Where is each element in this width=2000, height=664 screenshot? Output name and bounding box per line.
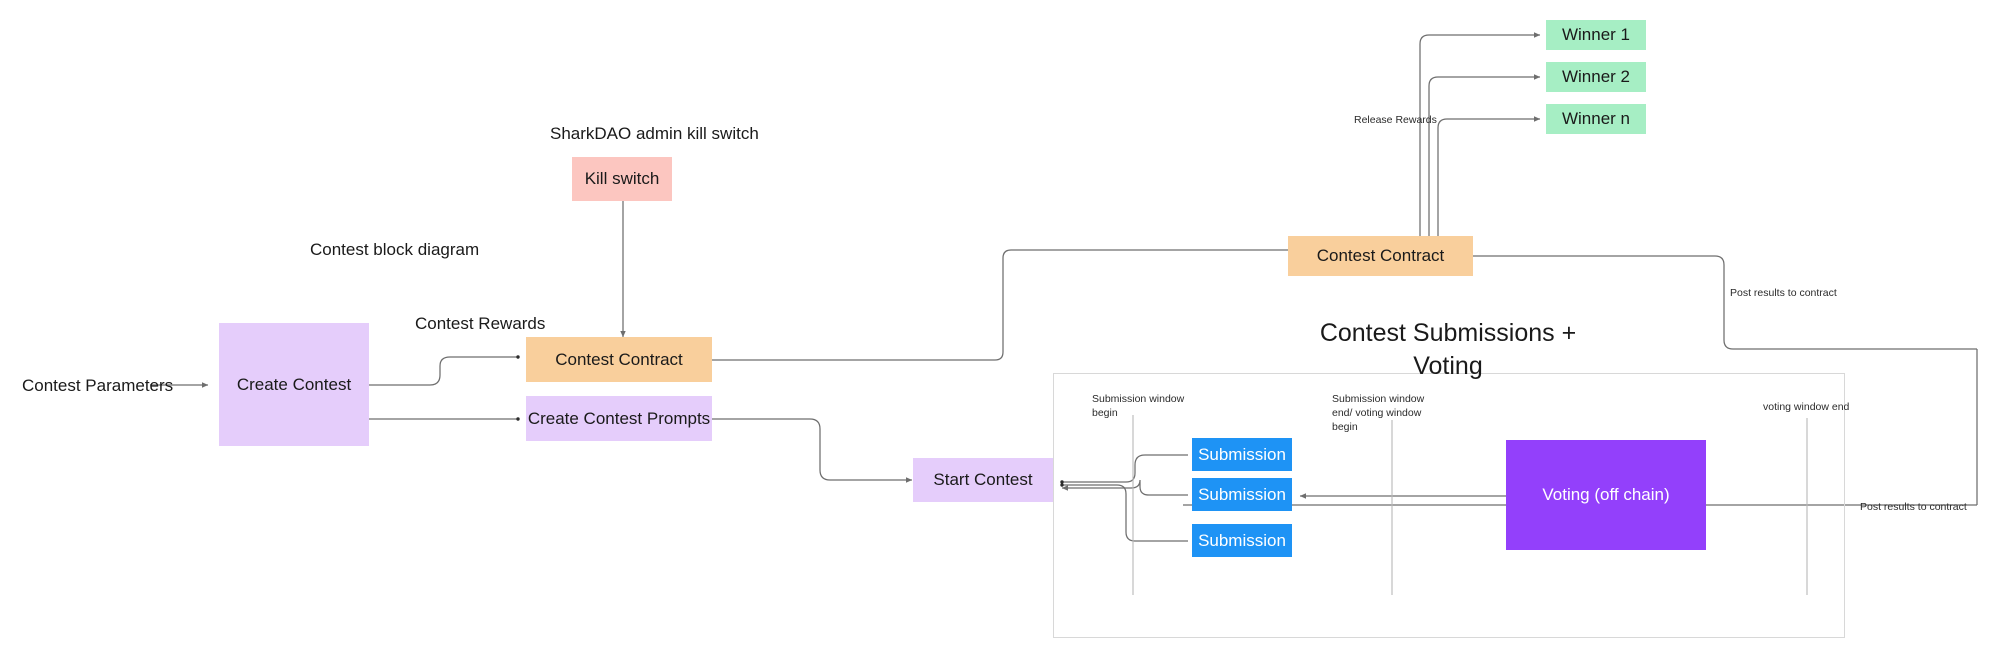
node-winner-1-label: Winner 1	[1561, 25, 1631, 45]
node-submission-2-label: Submission	[1198, 484, 1286, 504]
node-create-contest-prompts-label: Create Contest Prompts	[527, 408, 711, 428]
node-submission-3-label: Submission	[1198, 530, 1286, 550]
node-winner-n[interactable]: Winner n	[1546, 104, 1646, 134]
node-voting-off-chain[interactable]: Voting (off chain)	[1506, 440, 1706, 550]
label-contest-block-diagram: Contest block diagram	[310, 240, 480, 259]
label-post-results-bottom: Post results to contract	[1860, 501, 1967, 513]
tl2-line1: voting window end	[1763, 401, 1850, 413]
wire-create-to-contract	[369, 355, 520, 386]
timeline-label-voting-window-end: voting window end	[1763, 400, 1893, 414]
label-contest-parameters: Contest Parameters	[22, 376, 174, 395]
node-start-contest-label: Start Contest	[933, 470, 1033, 490]
node-create-contest[interactable]: Create Contest	[219, 323, 369, 446]
timeline-label-submission-window-end: Submission window end/ voting window beg…	[1332, 392, 1444, 435]
label-kill-switch-caption: SharkDAO admin kill switch	[550, 124, 759, 143]
panel-title: Contest Submissions + Voting	[1253, 317, 1643, 382]
node-kill-switch[interactable]: Kill switch	[572, 157, 672, 201]
node-kill-switch-label: Kill switch	[584, 169, 660, 189]
node-winner-2[interactable]: Winner 2	[1546, 62, 1646, 92]
contest-submissions-panel	[1053, 373, 1845, 638]
node-winner-n-label: Winner n	[1561, 109, 1631, 129]
panel-title-line2: Voting	[1413, 351, 1483, 380]
node-contest-contract-left[interactable]: Contest Contract	[526, 337, 712, 382]
tl1-line1: Submission window	[1332, 393, 1425, 405]
tl0-line1: Submission window	[1092, 393, 1185, 405]
node-create-contest-label: Create Contest	[236, 374, 352, 394]
node-contest-contract-right-label: Contest Contract	[1316, 246, 1445, 266]
timeline-label-submission-window-begin: Submission window begin	[1092, 392, 1202, 420]
wire-contract-to-winnern	[1437, 116, 1541, 245]
node-submission-2[interactable]: Submission	[1192, 478, 1292, 511]
wire-contract-to-winner1	[1419, 32, 1541, 245]
node-start-contest[interactable]: Start Contest	[913, 458, 1053, 502]
tl0-line2: begin	[1092, 407, 1118, 420]
panel-title-line1: Contest Submissions +	[1319, 319, 1577, 347]
node-submission-1-label: Submission	[1198, 444, 1286, 464]
node-voting-off-chain-label: Voting (off chain)	[1542, 485, 1670, 505]
label-post-results-top: Post results to contract	[1730, 287, 1837, 299]
node-winner-1[interactable]: Winner 1	[1546, 20, 1646, 50]
wire-contract-left-to-right	[712, 249, 1288, 361]
tl1-line2: end/ voting window	[1332, 407, 1422, 420]
label-contest-rewards: Contest Rewards	[415, 314, 546, 333]
node-contest-contract-right[interactable]: Contest Contract	[1288, 236, 1473, 276]
node-contest-contract-left-label: Contest Contract	[555, 349, 683, 369]
node-winner-2-label: Winner 2	[1561, 67, 1631, 87]
tl1-line3: begin	[1332, 421, 1358, 434]
node-create-contest-prompts[interactable]: Create Contest Prompts	[526, 396, 712, 441]
node-submission-1[interactable]: Submission	[1192, 438, 1292, 471]
wire-prompts-to-start	[712, 418, 913, 483]
label-release-rewards: Release Rewards	[1354, 114, 1437, 126]
wire-contract-to-winner2	[1428, 74, 1541, 245]
node-submission-3[interactable]: Submission	[1192, 524, 1292, 557]
